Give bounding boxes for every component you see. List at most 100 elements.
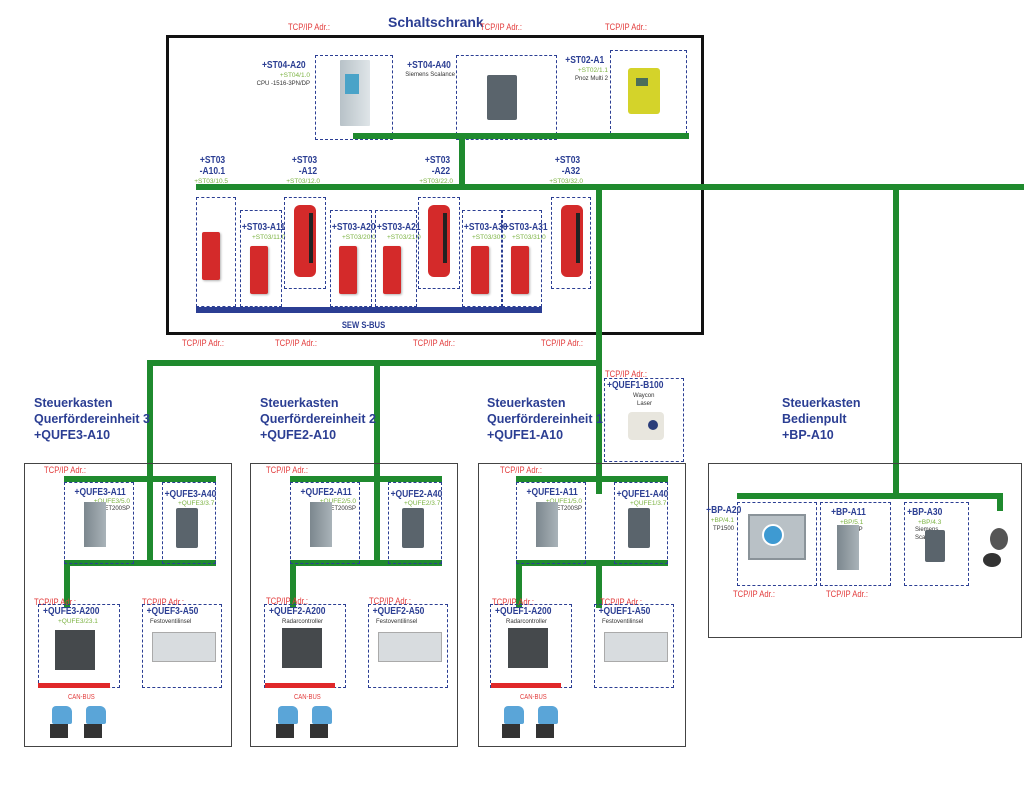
canbus-line xyxy=(491,683,561,688)
device-desc: Festoventilinsel xyxy=(376,619,418,625)
device-frame[interactable] xyxy=(737,502,817,586)
device-label: +QUEF1-B100 xyxy=(606,380,664,391)
device-desc: Festoventilinsel xyxy=(150,619,192,625)
radar-sensor-icon xyxy=(538,706,558,724)
drive-frame[interactable] xyxy=(418,197,460,289)
servo-drive-icon xyxy=(202,232,220,280)
sew-sbus-line xyxy=(196,307,542,313)
device-frame[interactable] xyxy=(904,502,969,586)
drive-label-line: +ST03 xyxy=(554,155,581,166)
device-frame-cpu[interactable] xyxy=(315,55,393,140)
tcp-address-label: TCP/IP Adr.: xyxy=(142,597,184,607)
ethernet-line xyxy=(290,560,296,608)
ethernet-line xyxy=(374,360,380,560)
unit-title-line: +QUFE2-A10 xyxy=(260,428,337,442)
ethernet-line xyxy=(997,493,1003,511)
radar-controller-icon xyxy=(282,628,322,668)
unit-title-line: +QUFE1-A10 xyxy=(487,428,564,442)
tcp-address-label: TCP/IP Adr.: xyxy=(44,465,86,475)
device-label: +QUEF3-A50 xyxy=(146,606,199,617)
sensor-mount-icon xyxy=(502,724,520,738)
device-frame-laser[interactable] xyxy=(604,378,684,462)
drive-label-line: -A10.1 xyxy=(199,166,226,177)
radar-controller-icon xyxy=(55,630,95,670)
device-label: +QUFE2-A11 xyxy=(300,487,352,498)
device-desc: Festoventilinsel xyxy=(602,619,644,625)
ethernet-line xyxy=(516,560,668,566)
device-label: +QUFE1-A11 xyxy=(526,487,578,498)
unit-title-line: Querfördereinheit 2 xyxy=(260,412,376,426)
device-frame[interactable] xyxy=(614,482,668,564)
device-desc: ET200SP xyxy=(556,506,582,512)
ethernet-line xyxy=(459,133,465,187)
device-frame[interactable] xyxy=(820,502,891,586)
device-frame[interactable] xyxy=(368,604,448,688)
tcp-address-label: TCP/IP Adr.: xyxy=(182,338,224,348)
drive-label: +ST03 -A32 xyxy=(548,155,580,177)
canbus-label: CAN-BUS xyxy=(68,694,95,701)
radar-sensor-icon xyxy=(312,706,332,724)
drive-frame[interactable] xyxy=(462,210,502,307)
drive-frame[interactable] xyxy=(284,197,326,289)
servo-drive-icon xyxy=(250,246,268,294)
control-box-qufe3 xyxy=(24,463,232,747)
drive-frame[interactable] xyxy=(375,210,417,307)
drive-frame[interactable] xyxy=(502,210,542,307)
servo-drive-icon xyxy=(339,246,357,294)
device-label: +ST04-A20 xyxy=(261,60,306,71)
panel-title-line: +BP-A10 xyxy=(782,428,834,442)
ethernet-line xyxy=(290,476,442,482)
tcp-address-label: TCP/IP Adr.: xyxy=(541,338,583,348)
ethernet-line xyxy=(893,184,899,496)
hmi-panel-icon xyxy=(748,514,806,560)
ethernet-line xyxy=(353,133,689,139)
tcp-address-label: TCP/IP Adr.: xyxy=(34,597,76,607)
device-frame[interactable] xyxy=(64,482,134,564)
unit-title-line: Steuerkasten xyxy=(260,396,339,410)
unit-title-line: Querfördereinheit 1 xyxy=(487,412,603,426)
tcp-address-label: TCP/IP Adr.: xyxy=(826,589,868,599)
device-desc: Radarcontroller xyxy=(506,619,548,625)
device-frame[interactable] xyxy=(516,482,586,564)
radar-sensor-icon xyxy=(504,706,524,724)
radar-controller-icon xyxy=(508,628,548,668)
drive-sub: +ST03/11.0 xyxy=(252,234,286,241)
valve-terminal-icon xyxy=(604,632,668,662)
device-desc: TP1500 xyxy=(712,526,734,532)
device-frame[interactable] xyxy=(162,482,216,564)
drive-label: +ST03-A11 xyxy=(241,222,286,233)
device-sub: +QUFE2/5.0 xyxy=(319,498,356,505)
servo-drive-icon xyxy=(511,246,529,294)
network-switch-icon xyxy=(925,530,945,562)
tcp-address-label: TCP/IP Adr.: xyxy=(500,465,542,475)
drive-frame[interactable] xyxy=(330,210,372,307)
sew-sbus-label: SEW S-BUS xyxy=(341,320,386,330)
device-label: +QUFE3-A40 xyxy=(164,489,217,500)
device-frame[interactable] xyxy=(142,604,222,688)
device-sub: +BP/5.1 xyxy=(840,519,864,526)
device-frame[interactable] xyxy=(388,482,442,564)
device-frame[interactable] xyxy=(290,482,360,564)
network-switch-icon xyxy=(628,508,650,548)
device-frame[interactable] xyxy=(594,604,674,688)
drive-frame[interactable] xyxy=(196,197,236,307)
safety-relay-icon xyxy=(628,68,660,114)
tcp-address-label: TCP/IP Adr.: xyxy=(492,597,534,607)
drive-frame[interactable] xyxy=(240,210,282,307)
servo-drive-icon xyxy=(383,246,401,294)
drive-label: +ST03 -A10.1 xyxy=(193,155,226,177)
device-desc: CPU -1516-3PN/DP xyxy=(256,81,310,87)
ethernet-line xyxy=(596,184,602,494)
device-label: +QUFE1-A40 xyxy=(616,489,669,500)
unit-title-line: Steuerkasten xyxy=(487,396,566,410)
plc-cpu-icon xyxy=(340,60,370,126)
tcp-address-label: TCP/IP Adr.: xyxy=(605,22,647,32)
tcp-address-label: TCP/IP Adr.: xyxy=(480,22,522,32)
canbus-label: CAN-BUS xyxy=(520,694,547,701)
drive-frame[interactable] xyxy=(551,197,591,289)
device-desc: ET200SP xyxy=(104,506,130,512)
ethernet-line xyxy=(516,560,522,608)
device-frame-switch[interactable] xyxy=(456,55,557,140)
drive-label: +ST03-A20 xyxy=(331,222,376,233)
servo-drive-icon xyxy=(294,205,316,277)
